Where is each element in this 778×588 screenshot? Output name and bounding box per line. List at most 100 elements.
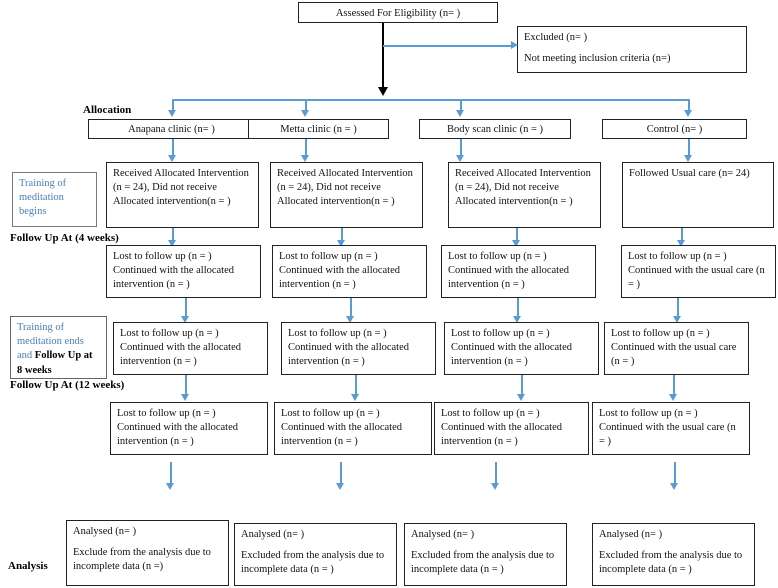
- fu8-to-fu12-arrow-3-icon: [517, 394, 525, 401]
- assessed-for-eligibility-label: Assessed For Eligibility (n= ): [335, 8, 461, 19]
- followup8-line2-3: Continued with the allocated interventio…: [451, 341, 573, 367]
- followup4-box-3: Lost to follow up (n = ) Continued with …: [441, 245, 596, 298]
- received-box-2: Received Allocated Intervention (n = 24)…: [270, 162, 423, 228]
- analysis-box-3: Analysed (n= ) Excluded from the analysi…: [404, 523, 567, 586]
- followup4-line2-4: Continued with the usual care (n = ): [628, 264, 765, 290]
- fu8-to-fu12-line-4: [673, 375, 675, 397]
- trunk-arrowhead-icon: [378, 87, 388, 96]
- fu12-to-analysis-arrow-1-icon: [166, 483, 174, 490]
- followup4-box-2: Lost to follow up (n = ) Continued with …: [272, 245, 427, 298]
- followup4-line1-2: Lost to follow up (n = ): [279, 251, 378, 262]
- followup4-line1-3: Lost to follow up (n = ): [448, 251, 547, 262]
- allocation-arrowhead-4-icon: [684, 110, 692, 117]
- followup4-line1-1: Lost to follow up (n = ): [113, 251, 212, 262]
- received-to-fu4-line-3: [516, 228, 518, 242]
- received-to-fu4-arrow-3-icon: [512, 240, 520, 247]
- followup8-line2-2: Continued with the allocated interventio…: [288, 341, 410, 367]
- followup12-box-1: Lost to follow up (n = ) Continued with …: [110, 402, 268, 455]
- assessed-for-eligibility-box: Assessed For Eligibility (n= ): [298, 2, 498, 23]
- received-box-1: Received Allocated Intervention (n = 24)…: [106, 162, 259, 228]
- alloc-to-received-arrow-1-icon: [168, 155, 176, 162]
- side-label-followup-8weeks-text: Follow Up at 8 weeks: [17, 350, 93, 376]
- allocation-drop-2: [305, 99, 307, 111]
- stage-label-followup-12weeks: Follow Up At (12 weeks): [10, 379, 125, 391]
- excluded-box: Excluded (n= ) Not meeting inclusion cri…: [517, 26, 747, 73]
- followup12-line2-4: Continued with the usual care (n = ): [599, 421, 736, 447]
- allocation-label-3: Body scan clinic (n = ): [446, 124, 544, 135]
- fu12-to-analysis-arrow-3-icon: [491, 483, 499, 490]
- received-to-fu4-arrow-4-icon: [677, 240, 685, 247]
- alloc-to-received-line-3: [460, 139, 462, 156]
- alloc-to-received-line-1: [172, 139, 174, 156]
- fu12-to-analysis-line-1: [170, 462, 172, 485]
- fu8-to-fu12-arrow-2-icon: [351, 394, 359, 401]
- analysis-line1-4: Analysed (n= ): [599, 529, 663, 540]
- allocation-box-4: Control (n= ): [602, 119, 747, 139]
- followup4-line1-4: Lost to follow up (n = ): [628, 251, 727, 262]
- allocation-arrowhead-2-icon: [301, 110, 309, 117]
- allocation-arrowhead-3-icon: [456, 110, 464, 117]
- fu8-to-fu12-arrow-1-icon: [181, 394, 189, 401]
- received-box-4: Followed Usual care (n= 24): [622, 162, 774, 228]
- allocation-drop-3: [460, 99, 462, 111]
- allocation-drop-4: [688, 99, 690, 111]
- received-text-2: Received Allocated Intervention (n = 24)…: [277, 168, 413, 207]
- fu4-to-fu8-line-1: [185, 298, 187, 318]
- stage-label-allocation: Allocation: [83, 104, 132, 116]
- fu4-to-fu8-line-3: [517, 298, 519, 318]
- allocation-box-3: Body scan clinic (n = ): [419, 119, 571, 139]
- followup4-line2-1: Continued with the allocated interventio…: [113, 264, 235, 290]
- received-text-1: Received Allocated Intervention (n = 24)…: [113, 168, 249, 207]
- fu8-to-fu12-line-3: [521, 375, 523, 397]
- followup8-box-1: Lost to follow up (n = ) Continued with …: [113, 322, 268, 375]
- followup8-line1-2: Lost to follow up (n = ): [288, 328, 387, 339]
- side-label-training-begins: Training of meditation begins: [12, 172, 97, 227]
- fu12-to-analysis-arrow-4-icon: [670, 483, 678, 490]
- alloc-to-received-arrow-4-icon: [684, 155, 692, 162]
- followup12-line1-3: Lost to follow up (n = ): [441, 408, 540, 419]
- followup8-line1-4: Lost to follow up (n = ): [611, 328, 710, 339]
- fu8-to-fu12-line-2: [355, 375, 357, 397]
- analysis-line2-1: Exclude from the analysis due to incompl…: [73, 546, 211, 572]
- followup12-line2-3: Continued with the allocated interventio…: [441, 421, 563, 447]
- followup8-box-4: Lost to follow up (n = ) Continued with …: [604, 322, 749, 375]
- fu12-to-analysis-line-4: [674, 462, 676, 485]
- alloc-to-received-line-2: [305, 139, 307, 156]
- analysis-box-1: Analysed (n= ) Exclude from the analysis…: [66, 520, 229, 586]
- stage-label-analysis: Analysis: [8, 560, 48, 572]
- stage-label-followup-4weeks: Follow Up At (4 weeks): [10, 232, 119, 244]
- followup4-line2-3: Continued with the allocated interventio…: [448, 264, 570, 290]
- allocation-drop-1: [172, 99, 174, 111]
- side-label-training-ends: Training of meditation ends and Follow U…: [10, 316, 107, 379]
- alloc-to-received-arrow-2-icon: [301, 155, 309, 162]
- fu12-to-analysis-line-2: [340, 462, 342, 485]
- analysis-line1-1: Analysed (n= ): [73, 526, 137, 537]
- fu4-to-fu8-arrow-1-icon: [181, 316, 189, 323]
- analysis-line2-2: Excluded from the analysis due to incomp…: [241, 549, 385, 575]
- side-label-training-begins-text: Training of meditation begins: [19, 178, 67, 218]
- allocation-label-1: Anapana clinic (n= ): [128, 124, 215, 135]
- followup8-line2-4: Continued with the usual care (n = ): [611, 341, 737, 367]
- received-to-fu4-arrow-1-icon: [168, 240, 176, 247]
- received-to-fu4-line-2: [341, 228, 343, 242]
- fu4-to-fu8-arrow-4-icon: [673, 316, 681, 323]
- analysis-line2-4: Excluded from the analysis due to incomp…: [599, 549, 743, 575]
- followup12-box-4: Lost to follow up (n = ) Continued with …: [592, 402, 750, 455]
- analysis-line1-2: Analysed (n= ): [241, 529, 305, 540]
- fu12-to-analysis-line-3: [495, 462, 497, 485]
- followup12-line1-2: Lost to follow up (n = ): [281, 408, 380, 419]
- followup12-box-2: Lost to follow up (n = ) Continued with …: [274, 402, 432, 455]
- side-label-training-ends-text: Training of meditation ends and: [17, 322, 84, 362]
- allocation-arrowhead-1-icon: [168, 110, 176, 117]
- fu4-to-fu8-line-4: [677, 298, 679, 318]
- analysis-box-4: Analysed (n= ) Excluded from the analysi…: [592, 523, 755, 586]
- analysis-line1-3: Analysed (n= ): [411, 529, 475, 540]
- followup12-line2-2: Continued with the allocated interventio…: [281, 421, 403, 447]
- allocation-box-2: Metta clinic (n = ): [248, 119, 389, 139]
- followup8-line1-3: Lost to follow up (n = ): [451, 328, 550, 339]
- followup4-line2-2: Continued with the allocated interventio…: [279, 264, 401, 290]
- followup12-line2-1: Continued with the allocated interventio…: [117, 421, 239, 447]
- allocation-label-4: Control (n= ): [646, 124, 703, 135]
- analysis-line2-3: Excluded from the analysis due to incomp…: [411, 549, 555, 575]
- followup12-box-3: Lost to follow up (n = ) Continued with …: [434, 402, 589, 455]
